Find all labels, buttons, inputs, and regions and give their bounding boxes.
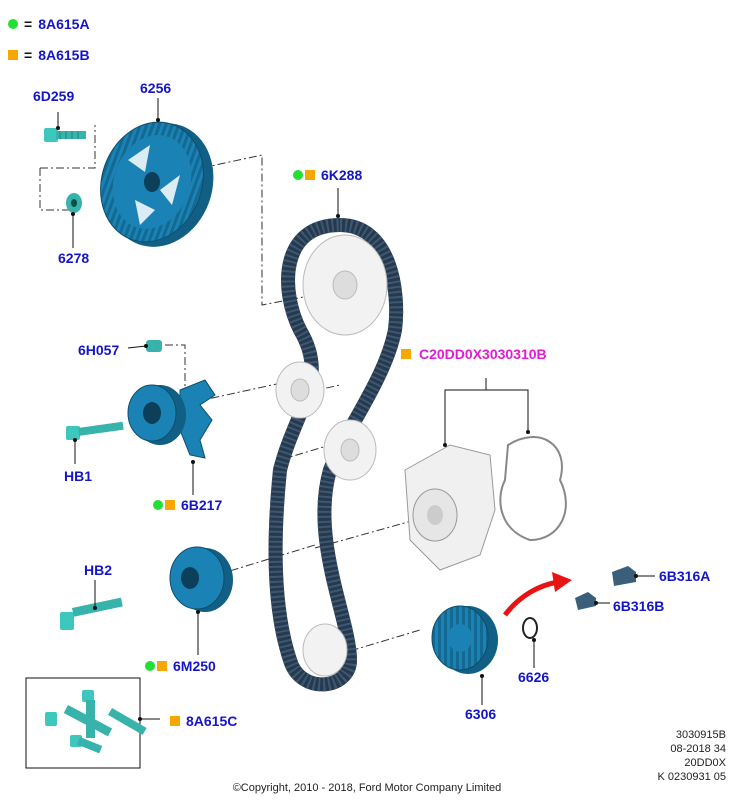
pin-6h057 [146, 340, 162, 352]
meta-line: 3030915B [675, 729, 726, 741]
tensioner-6b217 [127, 379, 216, 459]
legend-code: 8A615A [38, 16, 90, 32]
label-8a615c: 8A615C [186, 713, 238, 729]
direction-arrow-icon [503, 572, 572, 617]
part-6b316a [612, 566, 636, 586]
green-circle-icon [8, 19, 18, 29]
green-circle-icon [293, 170, 303, 180]
water-pump [404, 444, 496, 571]
leader-lines [57, 98, 655, 720]
bolt-6d259 [44, 128, 86, 142]
part-6b316b [575, 592, 596, 610]
label-6m250-group: 6M250 [145, 658, 216, 674]
idler-6m250 [169, 546, 233, 612]
drawing-metadata: 3030915B 08-2018 34 20DD0X K 0230931 05 [657, 728, 726, 784]
gasket [499, 436, 567, 542]
orange-square-icon [170, 716, 180, 726]
copyright-notice: ©Copyright, 2010 - 2018, Ford Motor Comp… [232, 782, 502, 794]
label-6b217-group: 6B217 [153, 497, 222, 513]
orange-square-icon [8, 50, 18, 60]
bolt-hb2 [60, 597, 123, 630]
phantom-pulleys [275, 234, 388, 677]
timing-belt [268, 217, 404, 692]
label-c20-group: C20DD0X3030310B [401, 346, 547, 362]
green-circle-icon [153, 500, 163, 510]
washer-6278 [66, 193, 82, 213]
leader-dots [56, 118, 638, 721]
label-6h057: 6H057 [78, 342, 120, 358]
label-6k288: 6K288 [321, 167, 363, 183]
label-6306: 6306 [465, 706, 497, 722]
camshaft-sprocket [100, 121, 214, 247]
green-circle-icon [145, 661, 155, 671]
label-6626: 6626 [518, 669, 550, 685]
legend-code: 8A615B [38, 47, 90, 63]
label-6b217: 6B217 [181, 497, 223, 513]
washer-6626 [522, 617, 538, 639]
label-8a615c-group: 8A615C [170, 713, 237, 729]
legend-row-green: = 8A615A [8, 16, 90, 32]
bolt-hb1 [66, 421, 124, 440]
label-hb1: HB1 [64, 468, 93, 484]
label-6b316a: 6B316A [659, 568, 711, 584]
equals-sign: = [24, 47, 33, 63]
meta-line: 08-2018 34 [670, 743, 726, 755]
meta-line: K 0230931 05 [657, 771, 726, 783]
equals-sign: = [24, 16, 33, 32]
orange-square-icon [401, 349, 411, 359]
orange-square-icon [165, 500, 175, 510]
label-6b316b: 6B316B [613, 598, 665, 614]
label-c20dd0x3030310b: C20DD0X3030310B [419, 346, 547, 362]
label-6m250: 6M250 [173, 658, 216, 674]
label-6278: 6278 [58, 250, 90, 266]
orange-square-icon [305, 170, 315, 180]
legend-row-orange: = 8A615B [8, 47, 90, 63]
label-hb2: HB2 [84, 562, 113, 578]
label-6d259: 6D259 [33, 88, 75, 104]
crank-sprocket [431, 605, 498, 674]
bolt-kit-box [25, 677, 147, 769]
label-6k288-group: 6K288 [293, 167, 362, 183]
meta-line: 20DD0X [684, 757, 726, 769]
c20-bracket [444, 378, 529, 445]
orange-square-icon [157, 661, 167, 671]
label-6256: 6256 [140, 80, 172, 96]
